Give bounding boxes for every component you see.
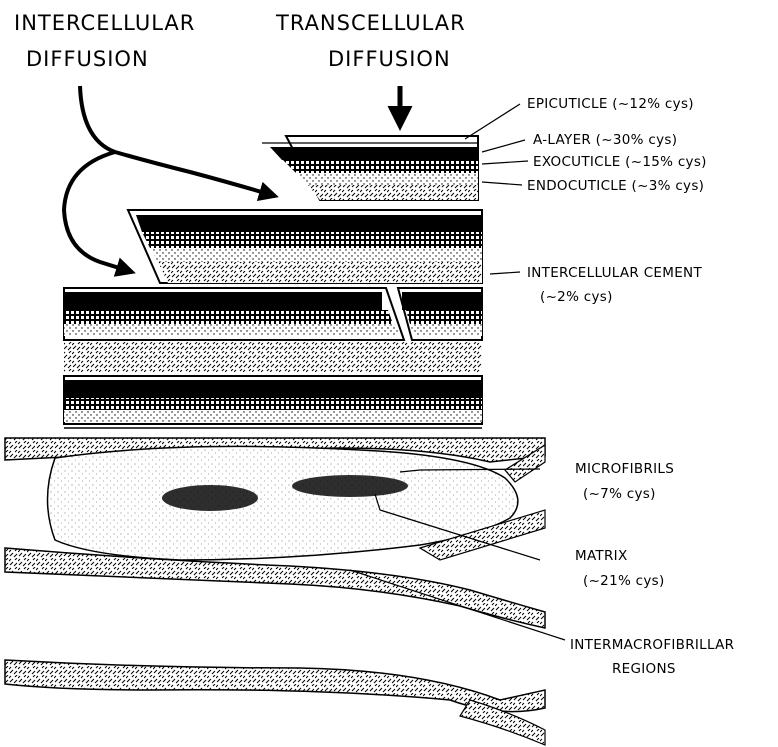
intercellular-arrow-lower [64, 152, 132, 272]
label-intercellular-cement-cys: (~2% cys) [540, 289, 613, 305]
label-intermacrofibrillar-regions: REGIONS [612, 661, 676, 677]
heading-intercellular-2: DIFFUSION [26, 47, 149, 71]
label-epicuticle: EPICUTICLE (~12% cys) [527, 96, 694, 112]
leader-endocuticle [482, 182, 522, 185]
cuticle-cell-second [128, 210, 482, 283]
microfibril-cluster-right [292, 475, 408, 497]
label-matrix: MATRIX [575, 548, 628, 564]
cuticle-cell-top [262, 136, 478, 200]
heading-transcellular-1: TRANSCELLULAR [275, 11, 466, 35]
intercellular-arrow-upper [80, 86, 275, 196]
leader-epicuticle [465, 104, 520, 139]
leader-intercellular-cement [490, 272, 520, 274]
leader-exocuticle [482, 161, 528, 164]
label-microfibrils: MICROFIBRILS [575, 461, 674, 477]
label-exocuticle: EXOCUTICLE (~15% cys) [533, 154, 707, 170]
cuticle-cell-fourth [64, 376, 482, 428]
label-matrix-cys: (~21% cys) [583, 573, 665, 589]
microfibril-cluster-left [162, 485, 258, 511]
label-intercellular-cement: INTERCELLULAR CEMENT [527, 265, 702, 281]
label-microfibrils-cys: (~7% cys) [583, 486, 656, 502]
heading-intercellular-1: INTERCELLULAR [14, 11, 195, 35]
label-a-layer: A-LAYER (~30% cys) [533, 132, 677, 148]
label-intermacrofibrillar: INTERMACROFIBRILLAR [570, 637, 734, 653]
leader-a-layer [482, 140, 525, 152]
cuticle-cell-third [64, 288, 482, 372]
leader-intermacrofibrillar [350, 570, 565, 640]
label-endocuticle: ENDOCUTICLE (~3% cys) [527, 178, 704, 194]
heading-transcellular-2: DIFFUSION [328, 47, 451, 71]
cortex-region [5, 438, 545, 745]
